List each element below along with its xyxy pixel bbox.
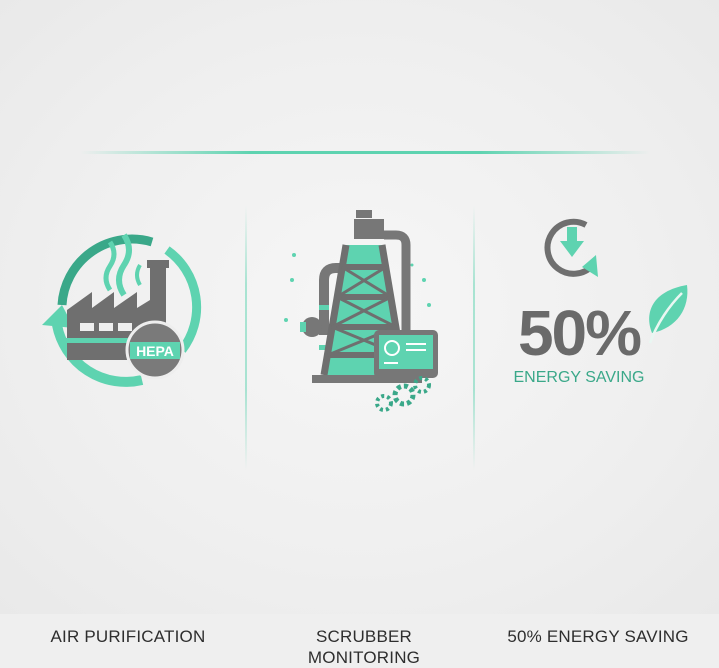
feature-scrubber-monitoring: SCRUBBER MONITORING	[250, 205, 478, 667]
energy-saving-big-value: 50%	[517, 297, 642, 369]
top-accent-line	[80, 151, 650, 154]
feature-label: SCRUBBER MONITORING	[250, 626, 478, 668]
feature-air-purification: HEPA AIR PURIFICATION	[14, 205, 242, 646]
factory-hepa-icon: HEPA	[42, 233, 202, 387]
column-divider	[245, 205, 247, 470]
scrubber-tower-icon	[284, 210, 438, 412]
leaf-icon	[648, 285, 688, 344]
feature-label: AIR PURIFICATION	[50, 627, 206, 646]
hepa-badge-text: HEPA	[136, 343, 174, 359]
feature-label: 50% ENERGY SAVING	[507, 627, 689, 646]
feature-energy-saving: 50% ENERGY SAVING 50% ENERGY SAVING	[484, 205, 712, 646]
feature-label-line1: SCRUBBER	[315, 627, 413, 646]
feature-label-line2: MONITORING	[307, 648, 421, 667]
column-divider	[473, 205, 475, 470]
energy-saving-subtext: ENERGY SAVING	[513, 369, 645, 386]
refresh-down-arrow-icon	[544, 218, 598, 277]
